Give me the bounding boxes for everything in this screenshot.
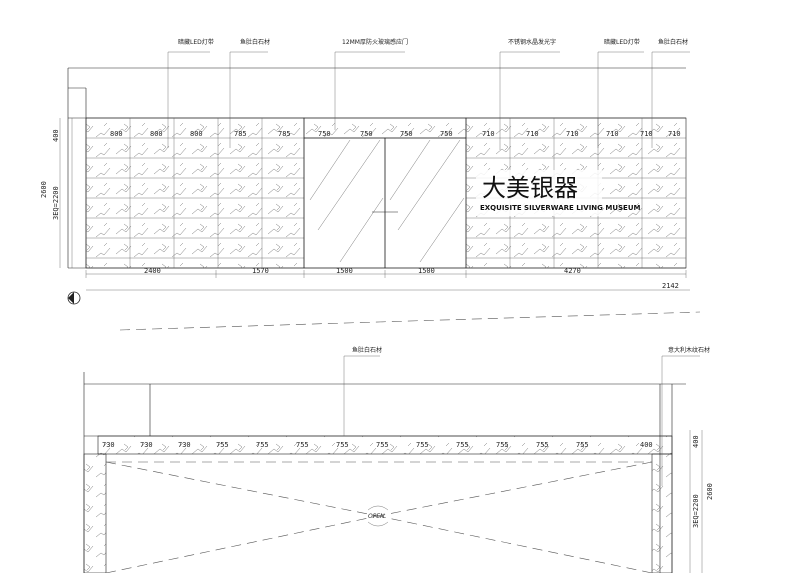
tile-label: 755 xyxy=(336,441,349,449)
tile-label: 710 xyxy=(668,130,681,138)
tile-label: 750 xyxy=(400,130,413,138)
left-dim-400: 400 xyxy=(52,129,60,142)
tile-label: 710 xyxy=(640,130,653,138)
tile-label-row-bottom: 730 730 730 755 755 755 755 755 755 755 … xyxy=(102,441,653,449)
tile-label: 730 xyxy=(178,441,191,449)
callout-stone-bottom: 鱼肚白石材 xyxy=(352,346,382,354)
break-line xyxy=(119,311,701,331)
tile-label: 750 xyxy=(440,130,453,138)
tile-label: 755 xyxy=(576,441,589,449)
signage-chinese-title: 大美银器 xyxy=(482,174,578,202)
tile-label: 710 xyxy=(566,130,579,138)
top-elevation: 暗藏LED灯带 鱼肚白石材 12MM厚防火玻璃感应门 不锈钢水晶发光字 暗藏LE… xyxy=(40,38,690,305)
bottom-dim-1500b: 1500 xyxy=(418,267,435,275)
callout-led-strip-right: 暗藏LED灯带 xyxy=(604,38,640,46)
tile-label: 755 xyxy=(376,441,389,449)
callout-stone-left: 鱼肚白石材 xyxy=(240,38,270,46)
bottom-dim-2400: 2400 xyxy=(144,267,161,275)
tile-label: 755 xyxy=(456,441,469,449)
tile-label: 750 xyxy=(360,130,373,138)
left-dim-3eq: 3EQ=2200 xyxy=(52,186,60,220)
tile-label: 755 xyxy=(496,441,509,449)
tile-label: 755 xyxy=(416,441,429,449)
callout-wood-stone: 意大利木纹石材 xyxy=(668,346,710,354)
tile-label: 755 xyxy=(296,441,309,449)
left-dim-2600: 2600 xyxy=(40,181,48,198)
tile-label: 730 xyxy=(140,441,153,449)
tile-label: 710 xyxy=(482,130,495,138)
tile-label: 755 xyxy=(256,441,269,449)
tile-label: 755 xyxy=(536,441,549,449)
tile-label: 750 xyxy=(318,130,331,138)
callout-stone-right: 鱼肚白石材 xyxy=(658,38,688,46)
glass-doors xyxy=(303,137,467,269)
right-dim-2600: 2600 xyxy=(706,483,714,500)
right-dim-3eq: 3EQ=2200 xyxy=(692,494,700,528)
section-marker xyxy=(67,291,81,305)
tile-label: 400 xyxy=(640,441,653,449)
bottom-dim-4270: 4270 xyxy=(564,267,581,275)
overall-dim: 2142 xyxy=(662,282,679,290)
tile-label: 785 xyxy=(278,130,291,138)
tile-label: 785 xyxy=(234,130,247,138)
door-opening: OPEN xyxy=(105,461,653,573)
callout-led-strip-left: 暗藏LED灯带 xyxy=(178,38,214,46)
bottom-dim-1500a: 1500 xyxy=(336,267,353,275)
tile-label-row: 800 800 800 785 785 750 750 750 750 710 … xyxy=(110,130,681,138)
bottom-dim-1570: 1570 xyxy=(252,267,269,275)
tile-label: 710 xyxy=(606,130,619,138)
tile-label: 730 xyxy=(102,441,115,449)
right-dim-400: 400 xyxy=(692,435,700,448)
bottom-elevation: 730 730 730 755 755 755 755 755 755 755 … xyxy=(83,346,714,573)
callout-steel-lettering: 不锈钢水晶发光字 xyxy=(508,38,556,46)
callout-glass-door: 12MM厚防火玻璃感应门 xyxy=(342,38,408,46)
tile-label: 755 xyxy=(216,441,229,449)
tile-label: 800 xyxy=(110,130,123,138)
tile-label: 800 xyxy=(150,130,163,138)
tile-label: 710 xyxy=(526,130,539,138)
tile-label: 800 xyxy=(190,130,203,138)
open-label: OPEN xyxy=(368,513,385,520)
signage-english-title: EXQUISITE SILVERWARE LIVING MUSEUM xyxy=(480,204,641,212)
